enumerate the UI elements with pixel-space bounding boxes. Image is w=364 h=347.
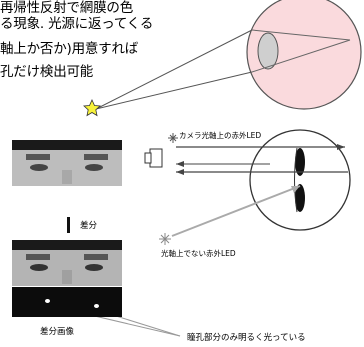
camera-led-label: カメラ光軸上の赤外LED xyxy=(179,131,262,140)
offaxis-led-icon xyxy=(159,233,171,245)
pupil-spot-left xyxy=(45,299,50,303)
intro-line-1: 再帰性反射で網膜の色 xyxy=(0,0,133,16)
diff-image-label: 差分画像 xyxy=(40,327,75,337)
diff-bar xyxy=(67,217,70,233)
offaxis-led-label: 光軸上でない赤外LED xyxy=(161,249,236,258)
photo-offaxis xyxy=(12,240,122,286)
eye-diagram xyxy=(249,129,351,231)
camera-icon xyxy=(144,148,163,168)
pupil-spot-right xyxy=(94,304,99,308)
pupil-note-label: 瞳孔部分のみ明るく光っている xyxy=(187,333,306,343)
intro-line-3: 軸上か否か)用意すれば xyxy=(0,41,139,57)
magnify-line-top xyxy=(95,29,253,110)
diff-label: 差分 xyxy=(80,221,98,231)
intro-line-4: 孔だけ検出可能 xyxy=(0,64,94,80)
magnified-eye xyxy=(246,0,362,110)
photo-onaxis xyxy=(12,140,122,186)
difference-image xyxy=(12,287,122,317)
intro-line-2: る現象. 光源に返ってくる xyxy=(0,16,154,32)
star-icon xyxy=(83,99,101,117)
led-burst-icon xyxy=(168,133,178,143)
magnify-line-bottom xyxy=(95,71,253,110)
offaxis-ray xyxy=(171,185,301,237)
